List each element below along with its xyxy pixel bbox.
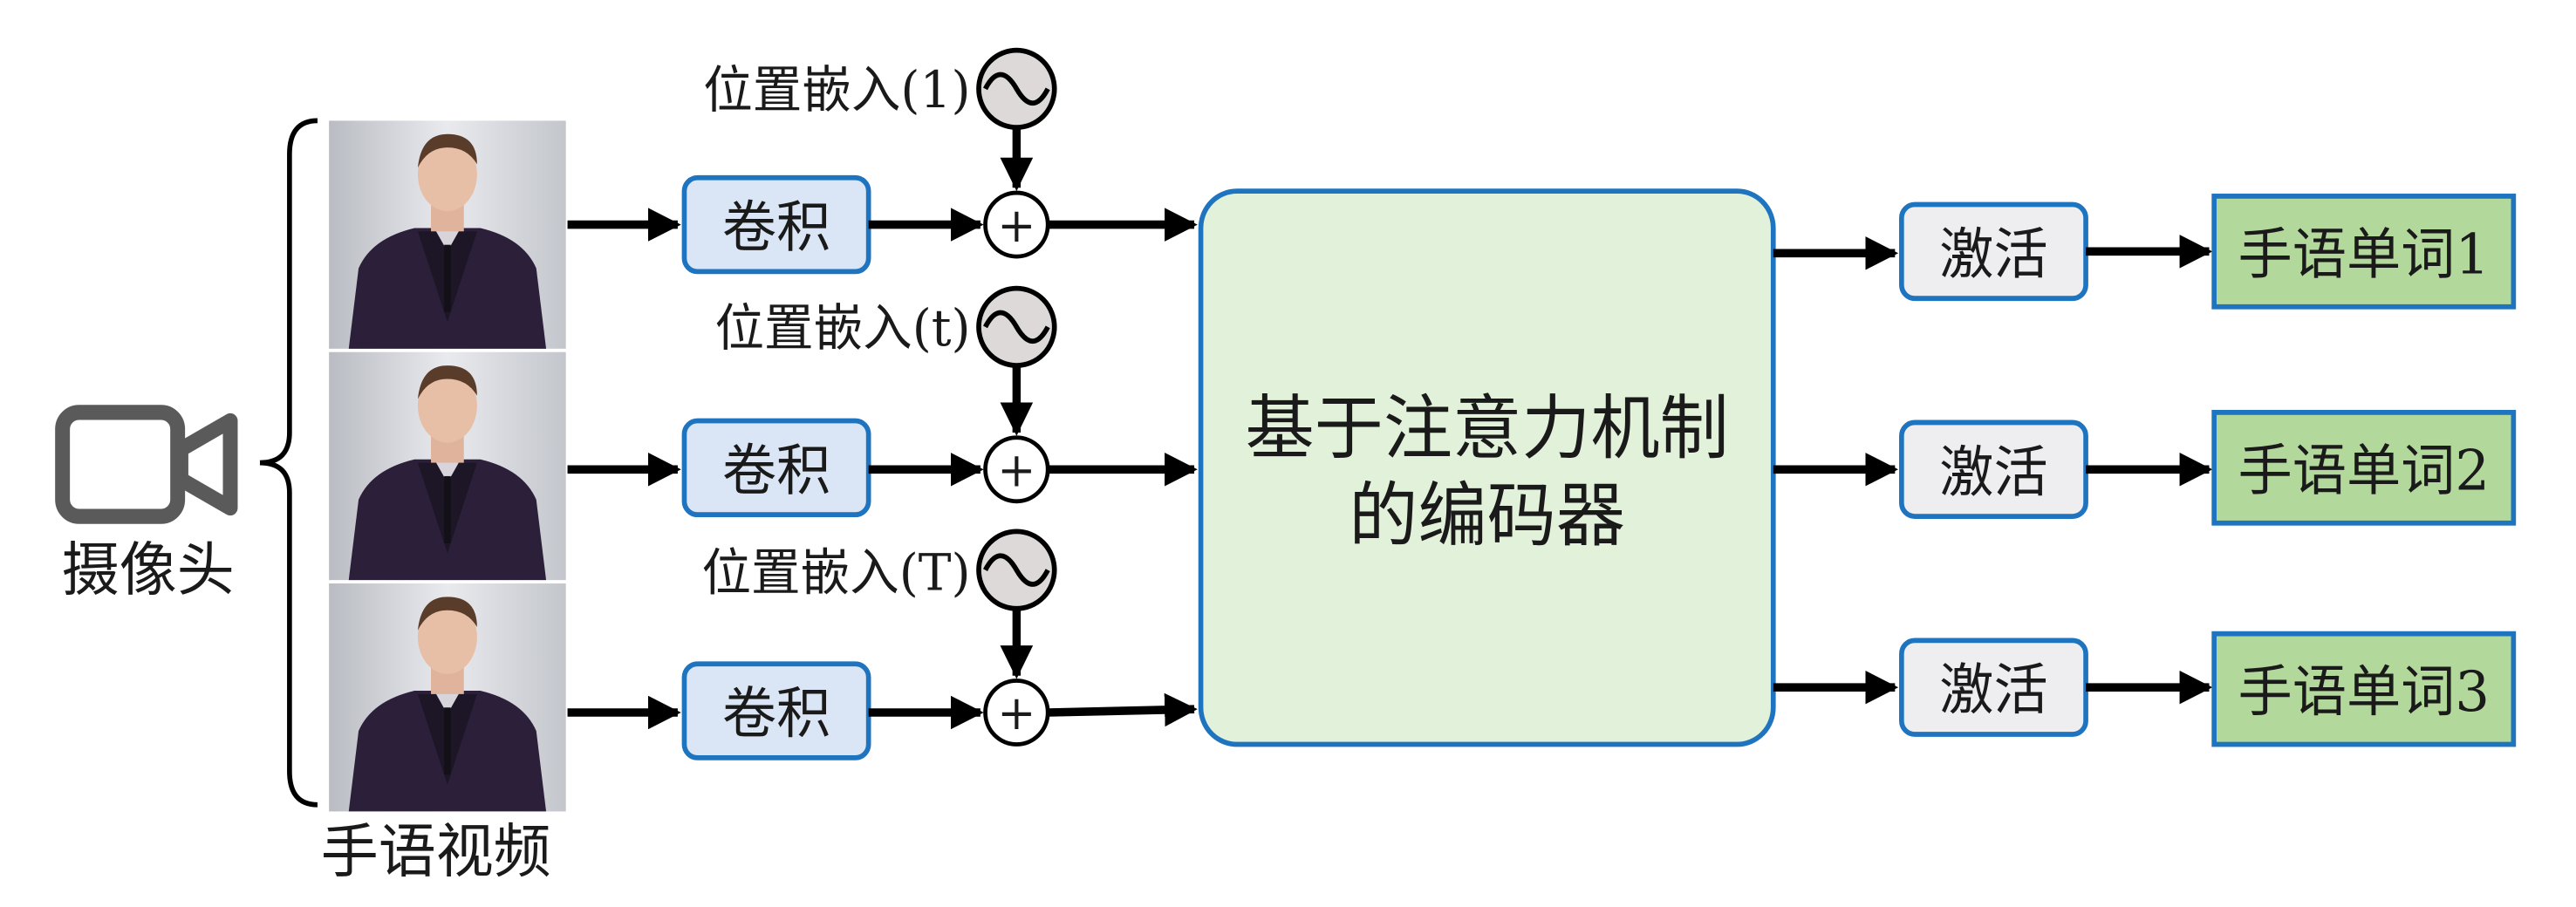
output-word-label: 手语单词3 (2238, 660, 2490, 725)
output-word-label: 手语单词1 (2238, 222, 2490, 287)
sine-wave-icon (976, 47, 1057, 130)
positional-embedding-label-1: 位置嵌入(1) (703, 62, 970, 120)
encoder-label-line2: 的编码器 (1349, 474, 1625, 556)
activation-label: 激活 (1939, 658, 2047, 723)
output-word-2 (2211, 410, 2517, 526)
activation-label: 激活 (1939, 222, 2047, 287)
sine-wave-icon (976, 529, 1057, 611)
positional-embedding-label-T: 位置嵌入(T) (701, 544, 970, 603)
sum-symbol: + (997, 686, 1035, 741)
video-frame (329, 351, 566, 581)
output-word-label: 手语单词2 (2238, 439, 2490, 503)
encoder-label-line1: 基于注意力机制 (1245, 387, 1728, 469)
video-camera-icon (55, 405, 238, 524)
sum-symbol: + (997, 443, 1035, 498)
sine-wave-icon (976, 285, 1057, 368)
video-frame (329, 583, 566, 812)
output-word-1 (2211, 194, 2517, 310)
output-word-3 (2211, 631, 2517, 747)
video-frame (329, 120, 566, 349)
activation-label: 激活 (1939, 440, 2047, 505)
brace (259, 118, 318, 808)
sum-symbol: + (997, 198, 1035, 253)
conv-label: 卷积 (722, 439, 830, 503)
arrow (1048, 692, 1198, 727)
camera-label: 摄像头 (62, 535, 235, 604)
positional-embedding-label-t: 位置嵌入(t) (714, 300, 970, 358)
video-label: 手语视频 (321, 817, 551, 886)
conv-label: 卷积 (722, 195, 830, 260)
conv-label: 卷积 (722, 682, 830, 747)
